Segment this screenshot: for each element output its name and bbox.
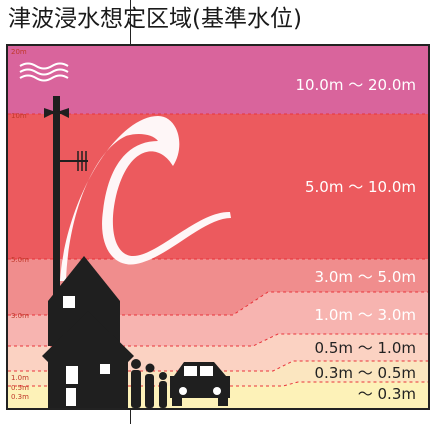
axis-labels: 20m 10m 5.0m 3.0m 1.0m 0.5m 0.3m (11, 48, 29, 401)
axis-label-0.3m: 0.3m (11, 393, 29, 401)
axis-label-1m: 1.0m (11, 374, 29, 382)
band-labels: 10.0m ～ 20.0m 5.0m ～ 10.0m 3.0m ～ 5.0m 1… (295, 76, 416, 403)
band-label-0.5-1: 0.5m ～ 1.0m (315, 339, 416, 357)
band-label-10-20: 10.0m ～ 20.0m (295, 76, 416, 94)
people-icon (131, 359, 167, 408)
band-label-0.3-0.5: 0.3m ～ 0.5m (315, 364, 416, 382)
car-icon (170, 362, 230, 406)
tsunami-wave-icon (19, 62, 69, 82)
band-10-20 (8, 46, 428, 114)
page-title: 津波浸水想定区域(基準水位) (8, 6, 302, 32)
axis-label-20m: 20m (11, 48, 27, 56)
axis-label-10m: 10m (11, 112, 27, 120)
divider-line (130, 0, 131, 44)
band-label-0-0.3: ～ 0.3m (358, 385, 416, 403)
band-label-5-10: 5.0m ～ 10.0m (305, 178, 416, 196)
threshold-lines (8, 113, 428, 387)
inundation-diagram: 20m 10m 5.0m 3.0m 1.0m 0.5m 0.3m 10.0m ～… (6, 44, 430, 410)
utility-pole-icon (44, 96, 88, 356)
band-label-1-3: 1.0m ～ 3.0m (315, 306, 416, 324)
threshold-0.3m (8, 381, 428, 387)
inundation-chart-svg: 20m 10m 5.0m 3.0m 1.0m 0.5m 0.3m 10.0m ～… (8, 46, 428, 408)
axis-label-0.5m: 0.5m (11, 384, 29, 392)
band-label-3-5: 3.0m ～ 5.0m (315, 268, 416, 286)
threshold-1m (8, 333, 428, 347)
threshold-0.5m (8, 360, 428, 372)
wave-crest-icon (60, 116, 231, 281)
band-5-10 (8, 114, 428, 259)
axis-label-3m: 3.0m (11, 312, 29, 320)
axis-label-5m: 5.0m (11, 256, 29, 264)
house-icon (42, 256, 134, 408)
divider-line (130, 410, 131, 424)
